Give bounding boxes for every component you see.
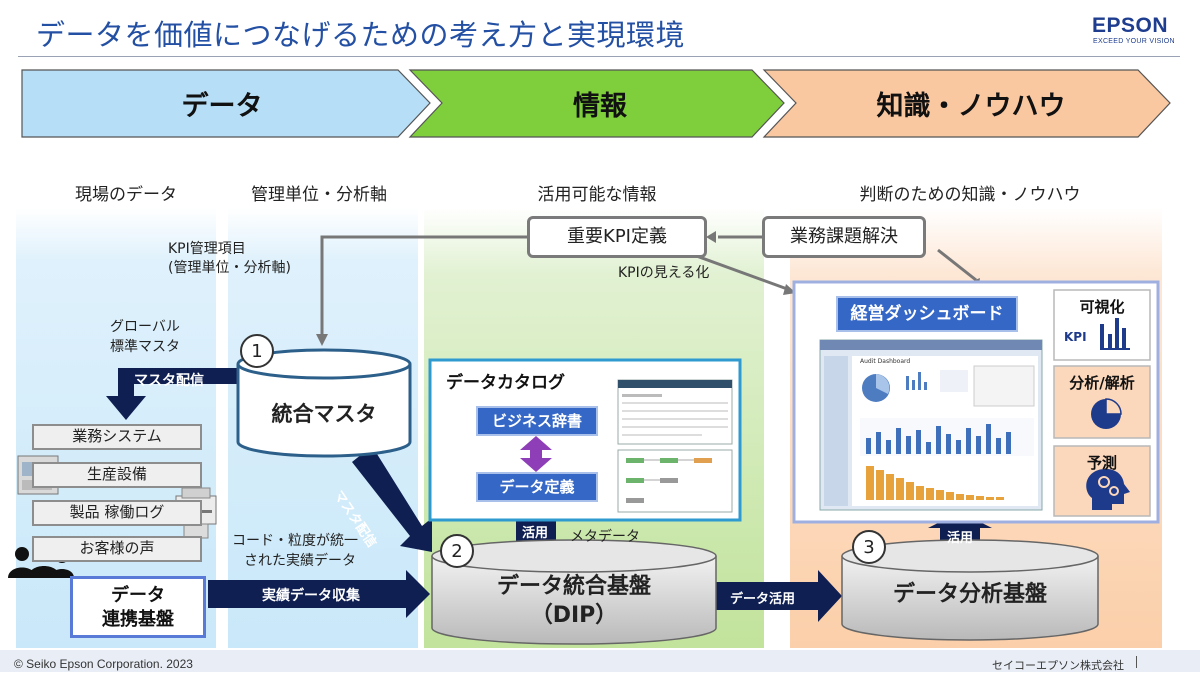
dashboard-title-box: 経営ダッシュボード	[836, 296, 1018, 332]
copyright: © Seiko Epson Corporation. 2023	[14, 657, 193, 671]
data-use-label: データ活用	[730, 592, 796, 607]
arrow-kpi-to-master	[320, 235, 527, 338]
list-item: 製品 稼働ログ	[32, 500, 202, 526]
kpi-items-label-2: (管理単位・分析軸)	[168, 260, 291, 276]
arrow-master-delivery	[106, 368, 238, 420]
business-dict-box: ビジネス辞書	[476, 406, 598, 436]
metadata-label: メタデータ	[570, 529, 640, 545]
stage-chevron-knowledge	[762, 69, 1171, 138]
arrow-data-use	[716, 570, 842, 622]
dip-name-2: （DIP）	[530, 603, 618, 628]
data-link-label-1: データ	[111, 585, 165, 606]
label-usable-info: 活用可能な情報	[537, 185, 657, 205]
label-field-data: 現場のデータ	[75, 185, 177, 205]
stage-label-knowledge: 知識・ノウハウ	[876, 91, 1066, 122]
data-link-label-2: 連携基盤	[102, 609, 174, 630]
arrow-collect	[208, 570, 430, 618]
catalog-screenshot-2	[617, 449, 733, 513]
pie-chart-icon	[1091, 398, 1122, 429]
list-item: 生産設備	[32, 462, 202, 488]
dip-cylinder	[431, 539, 717, 645]
data-link-platform-box: データ 連携基盤	[70, 576, 206, 638]
double-arrow	[520, 436, 552, 472]
global-master-label-1: グローバル	[110, 319, 180, 335]
analytics-name: データ分析基盤	[892, 582, 1047, 607]
unified-data-label-2: された実績データ	[244, 553, 356, 569]
master-name: 統合マスタ	[271, 402, 377, 426]
stage-label-info: 情報	[573, 91, 627, 122]
label-mgmt-unit: 管理単位・分析軸	[251, 185, 387, 205]
global-master-label-2: 標準マスタ	[110, 339, 180, 355]
stage-chevron-data	[21, 69, 431, 138]
stage-chevron-info	[408, 69, 785, 138]
page-title: データを価値につなげるための考え方と実現環境	[36, 18, 686, 52]
kpi-visual-label: KPIの見える化	[618, 265, 710, 281]
master-delivery-label: マスタ配信	[134, 373, 204, 389]
header-rule	[18, 56, 1180, 57]
tile-forecast-label: 予測	[1086, 454, 1117, 472]
catalog-use-label: 活用	[522, 526, 549, 541]
tile-kpi-label: KPI	[1064, 330, 1087, 344]
footer-bar	[0, 650, 1200, 672]
epson-logo: EPSON	[1092, 14, 1169, 37]
step-number-2: 2	[440, 534, 474, 568]
important-kpi-box: 重要KPI定義	[527, 216, 707, 258]
collect-label: 実績データ収集	[262, 588, 360, 604]
catalog-title: データカタログ	[446, 373, 565, 393]
analytics-use-label: 活用	[947, 531, 974, 546]
epson-tagline: EXCEED YOUR VISION	[1093, 38, 1175, 45]
arrow-dashboard-to-issue	[937, 248, 977, 282]
label-judgement: 判断のための知識・ノウハウ	[859, 185, 1081, 205]
dashboard-inner-title: Audit Dashboard	[860, 358, 911, 365]
step-number-1: 1	[240, 334, 274, 368]
stage-chevrons	[21, 69, 1171, 138]
data-def-box: データ定義	[476, 472, 598, 502]
head-gears-icon	[1086, 468, 1130, 510]
step-number-3: 3	[852, 530, 886, 564]
list-item: 業務システム	[32, 424, 202, 450]
tile-visual-label: 可視化	[1079, 298, 1125, 316]
stage-label-data: データ	[181, 91, 263, 122]
dip-name-1: データ統合基盤	[496, 574, 651, 599]
dashboard-screenshot	[819, 339, 1043, 511]
kpi-items-label-1: KPI管理項目	[168, 241, 246, 257]
tile-analysis-label: 分析/解析	[1069, 374, 1135, 392]
business-issue-box: 業務課題解決	[762, 216, 926, 258]
analytics-cylinder	[841, 539, 1099, 641]
bar-chart-icon	[1100, 318, 1130, 350]
list-item: お客様の声	[32, 536, 202, 562]
catalog-screenshot-1	[617, 379, 733, 445]
unified-data-label-1: コード・粒度が統一	[232, 533, 358, 549]
master-cylinder	[236, 348, 412, 458]
company-name: セイコーエプソン株式会社	[992, 659, 1124, 672]
arrow-master-to-dip	[352, 446, 432, 552]
